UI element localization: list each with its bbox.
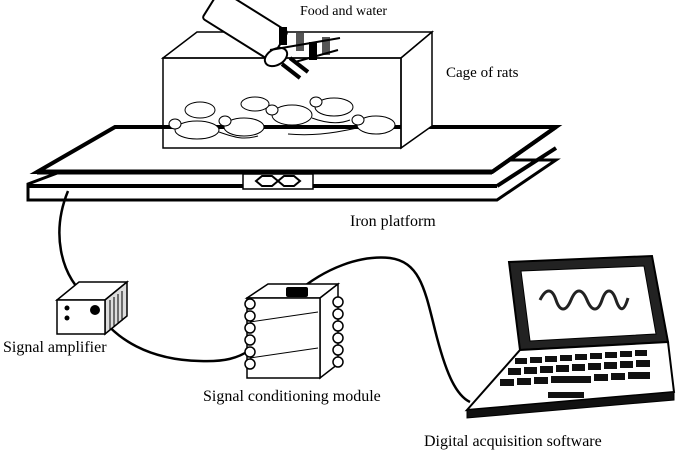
laptop-base	[464, 340, 676, 419]
label-digital-acquisition-software: Digital acquisition software	[424, 433, 602, 450]
cable-amplifier-to-module	[94, 309, 251, 363]
signal-amplifier	[54, 280, 130, 336]
cable-module-to-laptop	[295, 256, 471, 404]
label-cage-of-rats: Cage of rats	[446, 65, 519, 81]
signal-conditioning-module	[244, 282, 344, 380]
signal-waveform	[538, 289, 630, 311]
iron-platform	[26, 125, 563, 202]
label-signal-amplifier: Signal amplifier	[3, 339, 107, 356]
rat-cage	[160, 0, 435, 150]
load-sensor	[242, 173, 314, 190]
label-iron-platform: Iron platform	[350, 213, 436, 230]
food-water-hopper	[202, 0, 341, 80]
label-signal-conditioning-module: Signal conditioning module	[203, 388, 381, 405]
touchpad	[548, 392, 584, 398]
rat-icon-group	[168, 96, 396, 140]
label-food-and-water: Food and water	[300, 4, 388, 19]
keyboard	[500, 350, 650, 386]
laptop	[464, 254, 676, 419]
laptop-screen	[507, 254, 670, 352]
